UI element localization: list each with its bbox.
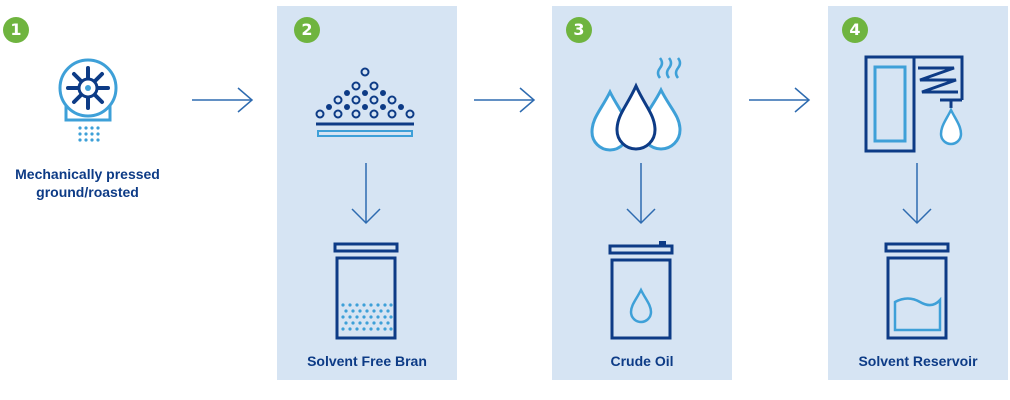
grain-pile-icon — [315, 67, 415, 137]
step-3-panel — [552, 6, 732, 380]
distiller-icon — [864, 55, 964, 153]
step-1-label: Mechanically pressed ground/roasted — [15, 166, 160, 200]
step-2-badge: 2 — [294, 17, 320, 43]
grinder-icon — [58, 58, 118, 142]
arrow-right-icon — [749, 87, 811, 113]
step-2-label: Solvent Free Bran — [307, 353, 427, 369]
step-4-badge: 4 — [842, 17, 868, 43]
arrow-down-icon — [351, 163, 381, 225]
oil-drops-icon — [590, 82, 682, 152]
step-3-badge: 3 — [566, 17, 592, 43]
arrow-down-icon — [902, 163, 932, 225]
heat-waves-icon — [656, 57, 682, 79]
bran-container-icon — [333, 242, 399, 340]
step-3-label: Crude Oil — [610, 353, 674, 369]
arrow-down-icon — [626, 163, 656, 225]
arrow-right-icon — [474, 87, 536, 113]
arrow-right-icon — [192, 87, 254, 113]
step-1-badge: 1 — [3, 17, 29, 43]
reservoir-container-icon — [884, 242, 950, 340]
oil-container-icon — [608, 241, 674, 340]
step-4-label: Solvent Reservoir — [858, 353, 978, 369]
